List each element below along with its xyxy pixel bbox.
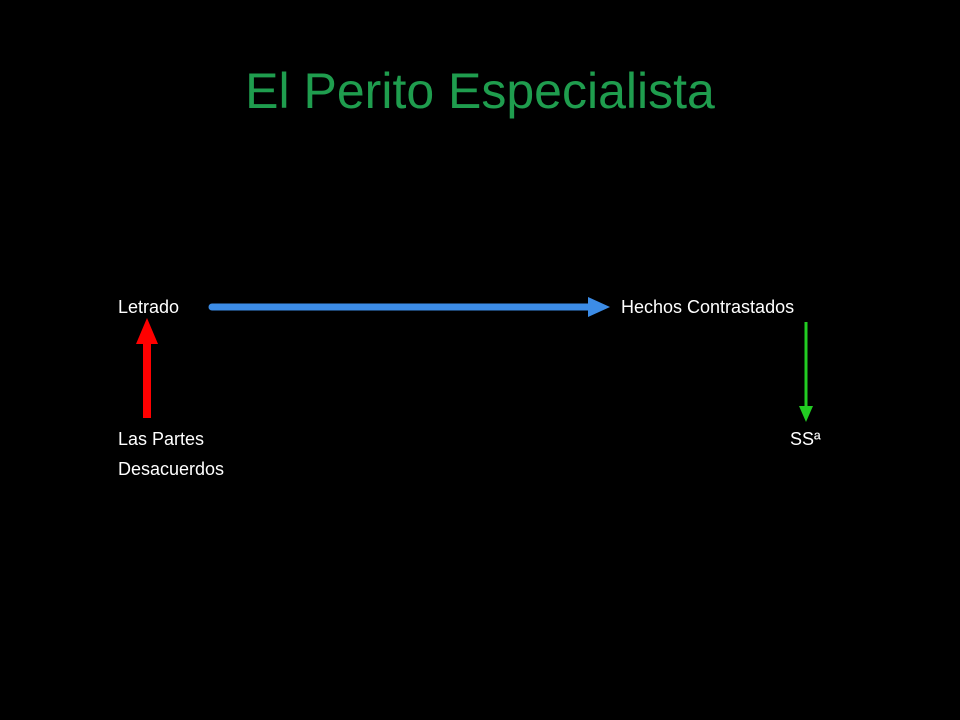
arrow-hechos-to-ssa [799,322,813,422]
arrow-partes-to-letrado [136,318,158,418]
node-desacuerdos: Desacuerdos [118,459,225,479]
node-hechos-contrastados: Hechos Contrastados [621,297,795,317]
arrow-letrado-to-hechos [208,297,610,317]
slide-title: El Perito Especialista [245,63,715,119]
node-letrado: Letrado [118,297,180,317]
node-las-partes: Las Partes [118,429,205,449]
node-ssa: SSª [790,429,821,449]
